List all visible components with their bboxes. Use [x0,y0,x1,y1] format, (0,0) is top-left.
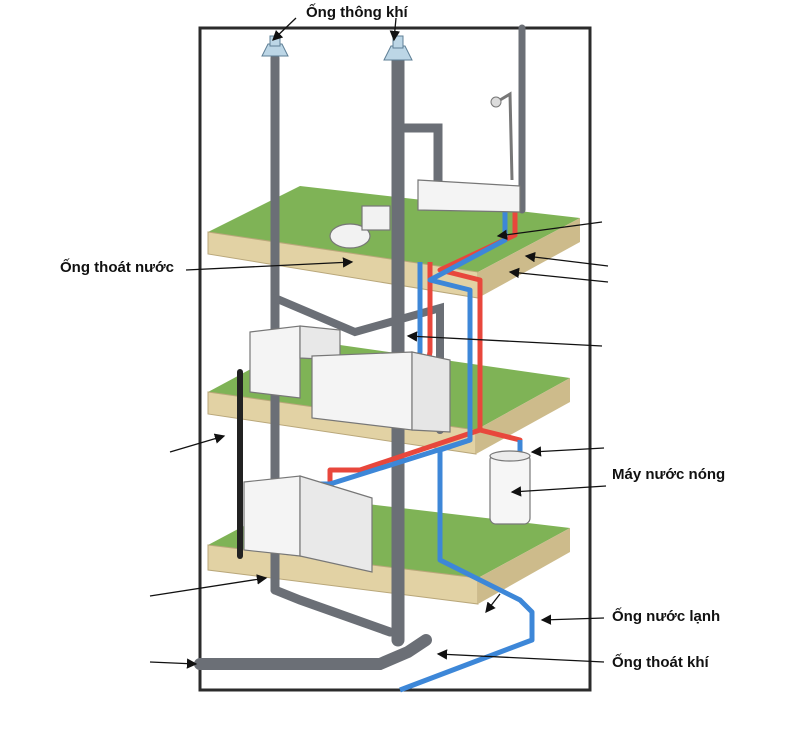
label-drain-pipe: Ống thoát nước [60,259,175,276]
vent-caps [261,35,413,61]
fixtures [243,179,531,573]
label-vent-pipe: Ống thông khí [306,4,408,21]
pointer-arrows [149,17,609,669]
label-water-heater: Máy nước nóng [612,466,726,483]
label-air-exhaust-pipe: Ống thoát khí [612,654,709,671]
label-cold-water-pipe: Ống nước lạnh [612,608,721,625]
shower-head [490,91,514,181]
